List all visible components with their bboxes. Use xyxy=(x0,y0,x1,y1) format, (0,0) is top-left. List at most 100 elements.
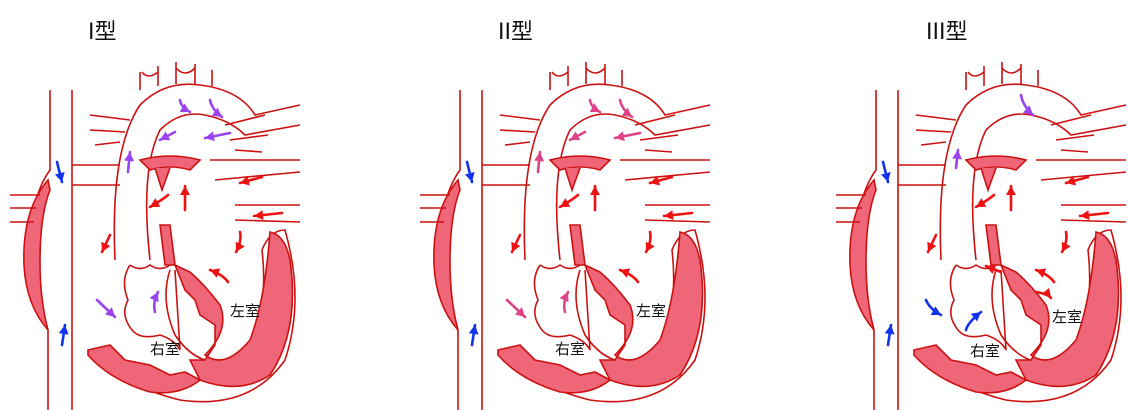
flow-arrowhead xyxy=(1022,105,1033,115)
flow-arrowhead xyxy=(880,172,891,182)
flow-arrowhead xyxy=(645,241,655,252)
flow-arrowhead xyxy=(210,268,221,278)
neck-vessel-caps xyxy=(141,67,196,77)
flow-arrowhead xyxy=(235,241,245,252)
septum-pillar xyxy=(985,224,1002,266)
flow-arrowhead xyxy=(101,241,111,252)
flow-arrowhead xyxy=(240,175,250,186)
panel-type-1: I型 右室 左室 xyxy=(0,0,376,410)
atrial-connector xyxy=(898,164,946,186)
great-artery-outer xyxy=(523,83,711,261)
right-ventricle-inner xyxy=(533,264,591,351)
ventricular-muscle xyxy=(173,231,294,388)
panel-type-3: III型 右室 左室 xyxy=(830,0,1128,410)
panel-title: II型 xyxy=(498,20,533,45)
flow-arrowhead xyxy=(615,131,625,142)
right-ventricle-wall xyxy=(913,344,1028,394)
valve-leaflets xyxy=(129,264,171,270)
neck-vessel-caps xyxy=(551,67,606,77)
septum-pillar xyxy=(569,224,586,266)
right-ventricle-inner xyxy=(949,264,1007,351)
flow-arrowhead xyxy=(180,186,190,195)
panel-title: I型 xyxy=(88,20,117,45)
flow-arrowhead xyxy=(976,198,987,207)
flow-arrowhead xyxy=(179,103,190,113)
flow-arrowhead xyxy=(150,198,161,207)
flow-arrowhead xyxy=(54,172,65,182)
flow-arrowhead xyxy=(534,152,545,162)
septal-muscle-band xyxy=(564,167,581,193)
ventricular-muscle xyxy=(999,231,1120,388)
flow-arrowhead xyxy=(149,292,159,303)
atrial-connector xyxy=(72,164,120,186)
right-atrium-wall xyxy=(433,178,461,331)
heart-diagram-type-1 xyxy=(10,62,301,410)
flow-arrowhead xyxy=(664,210,674,221)
flow-arrowhead xyxy=(254,210,264,221)
pulmonary-branches-right xyxy=(634,114,679,153)
ventricular-muscle xyxy=(583,231,704,388)
valve-leaflets xyxy=(539,264,581,270)
left-ventricle-label: 左室 xyxy=(1052,308,1083,326)
great-artery-outer xyxy=(113,83,301,261)
flow-arrowhead xyxy=(970,312,981,322)
conal-muscle xyxy=(138,155,202,171)
left-ventricle-label: 左室 xyxy=(230,302,261,320)
flow-arrowhead xyxy=(205,131,215,142)
right-ventricle-inner xyxy=(123,264,181,351)
flow-arrowhead xyxy=(124,152,135,162)
flow-arrowhead xyxy=(1080,210,1090,221)
flow-arrowhead xyxy=(570,131,581,141)
flow-arrowhead xyxy=(620,268,631,278)
flow-arrowhead xyxy=(589,103,600,113)
right-ventricle-label: 右室 xyxy=(150,340,181,358)
left-ventricle-label: 左室 xyxy=(636,302,667,320)
flow-arrowhead xyxy=(511,241,521,252)
ventricle-outer-contour xyxy=(87,229,296,403)
flow-arrowhead xyxy=(464,172,475,182)
pulmonary-branches-right xyxy=(1050,114,1095,153)
flow-arrowhead xyxy=(952,150,962,160)
flow-arrowhead xyxy=(884,325,895,335)
right-atrium-wall xyxy=(23,178,51,331)
panel-title: III型 xyxy=(926,20,968,45)
neck-vessels xyxy=(965,62,1039,90)
pulmonary-branches-right xyxy=(224,114,269,153)
flow-arrowhead xyxy=(930,306,941,316)
flow-arrowhead xyxy=(560,198,571,207)
venous-branches xyxy=(836,194,866,223)
flow-arrowhead xyxy=(1066,175,1076,186)
flow-arrowhead xyxy=(590,186,600,195)
right-ventricle-wall xyxy=(87,344,202,394)
flow-arrowhead xyxy=(105,307,115,317)
great-artery-inner xyxy=(971,113,1127,261)
flow-arrowhead xyxy=(160,131,171,141)
septal-muscle-band xyxy=(980,167,997,193)
flow-arrowhead xyxy=(559,292,569,303)
venous-branches xyxy=(420,194,450,223)
ventricle-outer-contour xyxy=(913,229,1122,403)
right-ventricle-label: 右室 xyxy=(970,342,1001,360)
heart-diagram-type-3 xyxy=(836,62,1127,410)
flow-arrowhead xyxy=(468,325,479,335)
atrial-connector xyxy=(482,164,530,186)
right-ventricle-label: 右室 xyxy=(555,340,586,358)
flow-arrowhead xyxy=(1006,186,1016,195)
heart-diagram-type-2 xyxy=(420,62,711,410)
neck-vessels xyxy=(139,62,213,90)
venous-branches xyxy=(10,194,40,223)
pulmonary-veins xyxy=(210,159,301,223)
flow-arrowhead xyxy=(58,325,69,335)
flow-arrowhead xyxy=(515,307,525,317)
pulmonary-branches-left xyxy=(89,114,131,146)
great-artery-inner xyxy=(145,113,301,261)
flow-arrowhead xyxy=(650,175,660,186)
flow-arrowhead xyxy=(1061,241,1071,252)
conal-muscle xyxy=(964,155,1028,171)
flow-arrowhead xyxy=(211,107,222,117)
right-ventricle-wall xyxy=(497,344,612,394)
flow-arrowhead xyxy=(986,264,997,274)
neck-vessel-caps xyxy=(967,67,1022,77)
pulmonary-branches-left xyxy=(499,114,541,146)
great-artery-outer xyxy=(939,83,1127,261)
